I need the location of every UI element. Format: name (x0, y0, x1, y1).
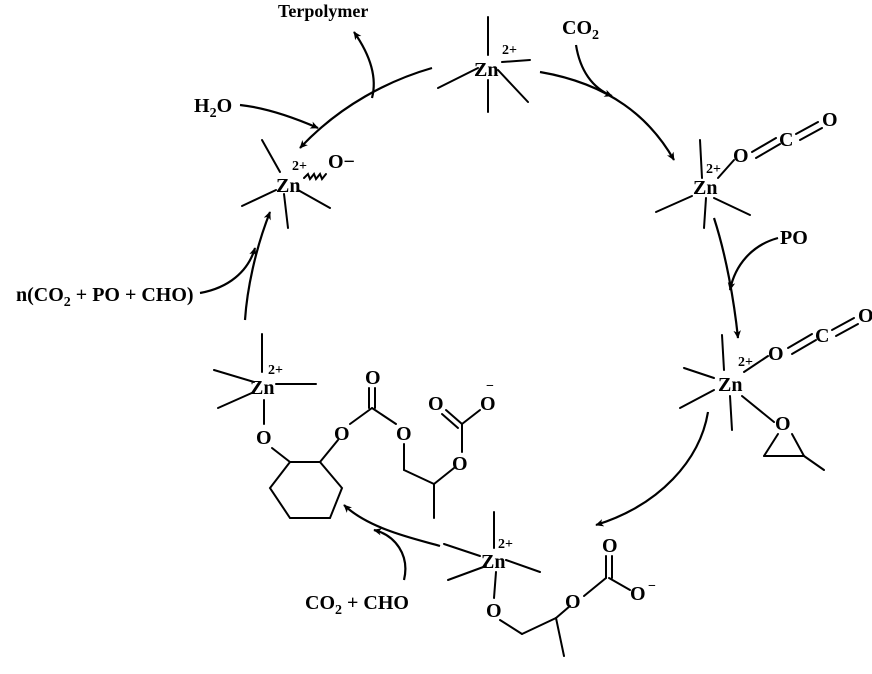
svg-text:CO2 + CHO: CO2 + CHO (305, 592, 409, 618)
chain-minus: − (486, 379, 494, 394)
arrow-left-up (243, 211, 272, 321)
terpolymer-label: Terpolymer (278, 1, 368, 21)
zn-left-label: Zn (250, 377, 274, 399)
co2-label: CO2 (562, 17, 599, 43)
zn-oxide-charge: 2+ (292, 159, 307, 174)
arrow-co2-cho-in (373, 528, 407, 581)
epoxide-o: O (775, 413, 791, 435)
zn-oxide-o-minus: O− (328, 151, 355, 173)
zn-left-charge: 2+ (268, 363, 283, 378)
arrow-top-left (299, 66, 433, 149)
po-label: PO (780, 227, 808, 249)
h2o-label: H2O (194, 95, 232, 121)
arrow-bottom-left (343, 504, 441, 548)
ring-carbonyl-o: O (365, 367, 381, 389)
zn-bottom-o-carbonyl: O (602, 535, 618, 557)
zn-top-charge: 2+ (502, 43, 517, 58)
zn-cyclohexyl-complex: Zn 2+ O O O O O O O − (213, 333, 496, 519)
zn-alkoxide-carbonate-complex: Zn 2+ O O O O − (443, 511, 656, 657)
arrow-co2-in (574, 44, 613, 98)
zn-co2-complex: Zn 2+ O C O (655, 109, 838, 229)
chain-terminal-o: O (480, 393, 496, 415)
zn-bottom-o-ester: O (565, 591, 581, 613)
zn-top-label: Zn (474, 59, 498, 81)
zn-left-o: O (256, 427, 272, 449)
svg-text:CO2: CO2 (562, 17, 599, 43)
zn-bottom-charge: 2+ (498, 537, 513, 552)
ring-o-link: O (396, 423, 412, 445)
zn-po-c: C (815, 325, 829, 347)
zn-po-charge: 2+ (738, 355, 753, 370)
arrow-right-bottom (595, 411, 710, 527)
zn-oxide-complex: Zn 2+ O− (241, 139, 355, 229)
arrow-h2o-in (239, 103, 319, 130)
arrow-po-in (727, 236, 779, 291)
zn-oxide-zn-label: Zn (276, 175, 300, 197)
arrow-feed-in (199, 247, 257, 295)
zn-bottom-o: O (486, 600, 502, 622)
cycle-arrows (243, 66, 741, 548)
zn-co2-o1: O (733, 145, 749, 167)
svg-text:H2O: H2O (194, 95, 232, 121)
zn-bottom-minus: − (648, 579, 656, 594)
chain-o-ester: O (452, 453, 468, 475)
zn-bottom-label: Zn (481, 551, 505, 573)
zn-co2-o2: O (822, 109, 838, 131)
zn-complex-top: Zn 2+ (437, 16, 531, 113)
zn-po-o2: O (858, 305, 872, 327)
feed-label: n(CO2 + PO + CHO) (16, 284, 194, 310)
arrow-right-down (712, 217, 741, 339)
zn-bottom-o-terminal: O (630, 583, 646, 605)
zn-co2-zn-label: Zn (693, 177, 717, 199)
side-arrows (199, 31, 779, 581)
chain-carbonyl-o: O (428, 393, 444, 415)
arrow-top-right (539, 70, 675, 161)
svg-text:n(CO2 + PO + CHO): n(CO2 + PO + CHO) (16, 284, 194, 310)
zn-po-zn-label: Zn (718, 374, 742, 396)
zn-co2-c: C (779, 129, 793, 151)
arrow-terpolymer-out (353, 31, 375, 99)
zn-co2-po-complex: Zn 2+ O C O O (679, 305, 872, 471)
ring-o-ester: O (334, 423, 350, 445)
co2-cho-label: CO2 + CHO (305, 592, 409, 618)
zn-po-o1: O (768, 343, 784, 365)
zn-co2-charge: 2+ (706, 162, 721, 177)
